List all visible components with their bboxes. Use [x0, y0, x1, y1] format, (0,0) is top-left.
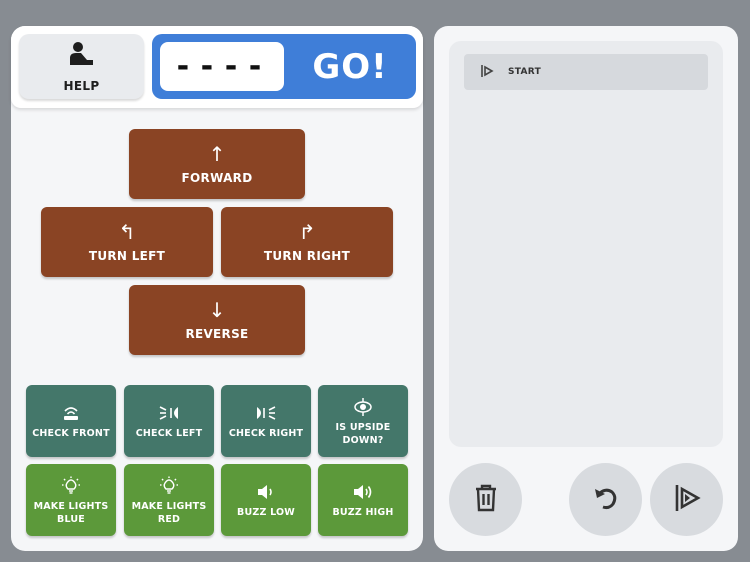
forward-label: FORWARD — [181, 170, 253, 185]
run-program-button[interactable] — [650, 463, 723, 536]
check-left-label: CHECK LEFT — [135, 428, 203, 439]
trash-icon — [473, 484, 499, 516]
speaker-low-icon — [256, 481, 276, 503]
buzz-low-block[interactable]: BUZZ LOW — [221, 464, 311, 536]
arrow-down-icon: ↓ — [208, 297, 226, 322]
turn-right-arrow-icon: ↱ — [298, 219, 316, 244]
arrow-up-icon: ↑ — [208, 141, 226, 166]
robot-code-display[interactable]: ---- — [160, 42, 284, 91]
check-front-label: CHECK FRONT — [32, 428, 110, 439]
command-palette: HELP ---- GO! ↑ FORWARD ↰ TURN LEFT ↱ TU… — [11, 26, 423, 551]
undo-button[interactable] — [569, 463, 642, 536]
front-sensor-icon — [61, 402, 81, 424]
delete-button[interactable] — [449, 463, 522, 536]
top-bar: HELP ---- GO! — [11, 26, 423, 108]
buzz-high-block[interactable]: BUZZ HIGH — [318, 464, 408, 536]
go-area: ---- GO! — [152, 34, 416, 99]
is-upside-down-block[interactable]: IS UPSIDE DOWN? — [318, 385, 408, 457]
check-left-block[interactable]: CHECK LEFT — [124, 385, 214, 457]
help-person-icon — [67, 41, 97, 71]
reverse-label: REVERSE — [185, 326, 249, 341]
lightbulb-icon — [61, 475, 81, 497]
check-right-block[interactable]: CHECK RIGHT — [221, 385, 311, 457]
lightbulb-icon — [159, 475, 179, 497]
make-lights-blue-label: MAKE LIGHTS BLUE — [33, 500, 109, 525]
reverse-block[interactable]: ↓ REVERSE — [129, 285, 305, 355]
start-flag-icon — [480, 63, 494, 82]
start-label: START — [508, 67, 542, 77]
turn-left-label: TURN LEFT — [88, 248, 166, 263]
help-label: HELP — [63, 78, 100, 93]
left-sensor-icon — [158, 402, 180, 424]
go-button[interactable]: GO! — [312, 46, 388, 87]
turn-left-arrow-icon: ↰ — [118, 219, 136, 244]
right-sensor-icon — [255, 402, 277, 424]
is-upside-down-label: IS UPSIDE DOWN? — [335, 421, 391, 446]
make-lights-red-label: MAKE LIGHTS RED — [131, 500, 207, 525]
turn-left-block[interactable]: ↰ TURN LEFT — [41, 207, 213, 277]
buzz-high-label: BUZZ HIGH — [332, 507, 394, 518]
program-area[interactable]: START — [449, 41, 723, 447]
flag-play-icon — [672, 483, 702, 517]
undo-icon — [592, 485, 620, 515]
check-front-block[interactable]: CHECK FRONT — [26, 385, 116, 457]
buzz-low-label: BUZZ LOW — [237, 507, 295, 518]
speaker-high-icon — [352, 481, 374, 503]
help-button[interactable]: HELP — [19, 34, 144, 99]
program-panel: START — [434, 26, 738, 551]
make-lights-blue-block[interactable]: MAKE LIGHTS BLUE — [26, 464, 116, 536]
make-lights-red-block[interactable]: MAKE LIGHTS RED — [124, 464, 214, 536]
start-block[interactable]: START — [464, 54, 708, 90]
check-right-label: CHECK RIGHT — [228, 428, 304, 439]
forward-block[interactable]: ↑ FORWARD — [129, 129, 305, 199]
orientation-icon — [353, 396, 373, 418]
turn-right-label: TURN RIGHT — [263, 248, 351, 263]
turn-right-block[interactable]: ↱ TURN RIGHT — [221, 207, 393, 277]
